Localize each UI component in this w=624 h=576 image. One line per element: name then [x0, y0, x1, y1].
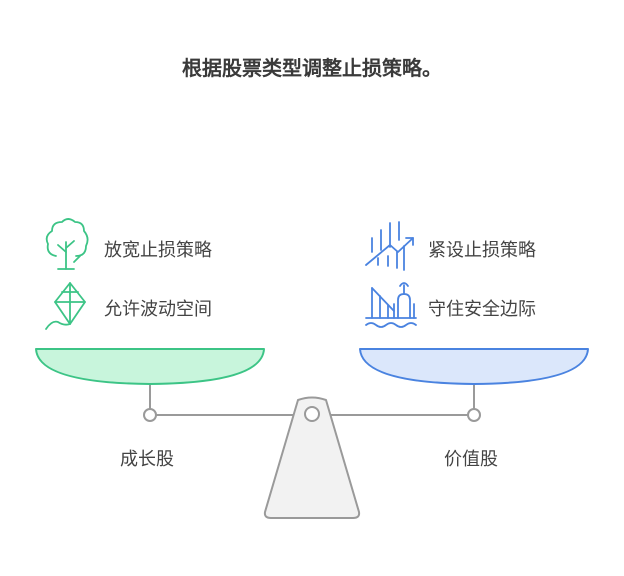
tree-icon [45, 218, 89, 270]
right-pan-label: 价值股 [444, 449, 498, 470]
right-pan [359, 348, 589, 385]
right-item-1-label: 紧设止损策略 [428, 240, 536, 261]
diagram-title: 根据股票类型调整止损策略。 [182, 56, 442, 80]
fortress-icon [365, 282, 417, 328]
left-pivot [143, 408, 157, 422]
scale-stand [263, 396, 361, 519]
rising-chart-icon [365, 221, 414, 271]
left-item-1-label: 放宽止损策略 [104, 240, 212, 261]
left-item-2-label: 允许波动空间 [104, 299, 212, 320]
right-item-2-label: 守住安全边际 [428, 299, 536, 320]
center-pivot [304, 406, 320, 422]
left-pan-label: 成长股 [120, 449, 174, 470]
kite-icon [45, 282, 86, 330]
right-pivot [467, 408, 481, 422]
left-pan [35, 348, 265, 385]
